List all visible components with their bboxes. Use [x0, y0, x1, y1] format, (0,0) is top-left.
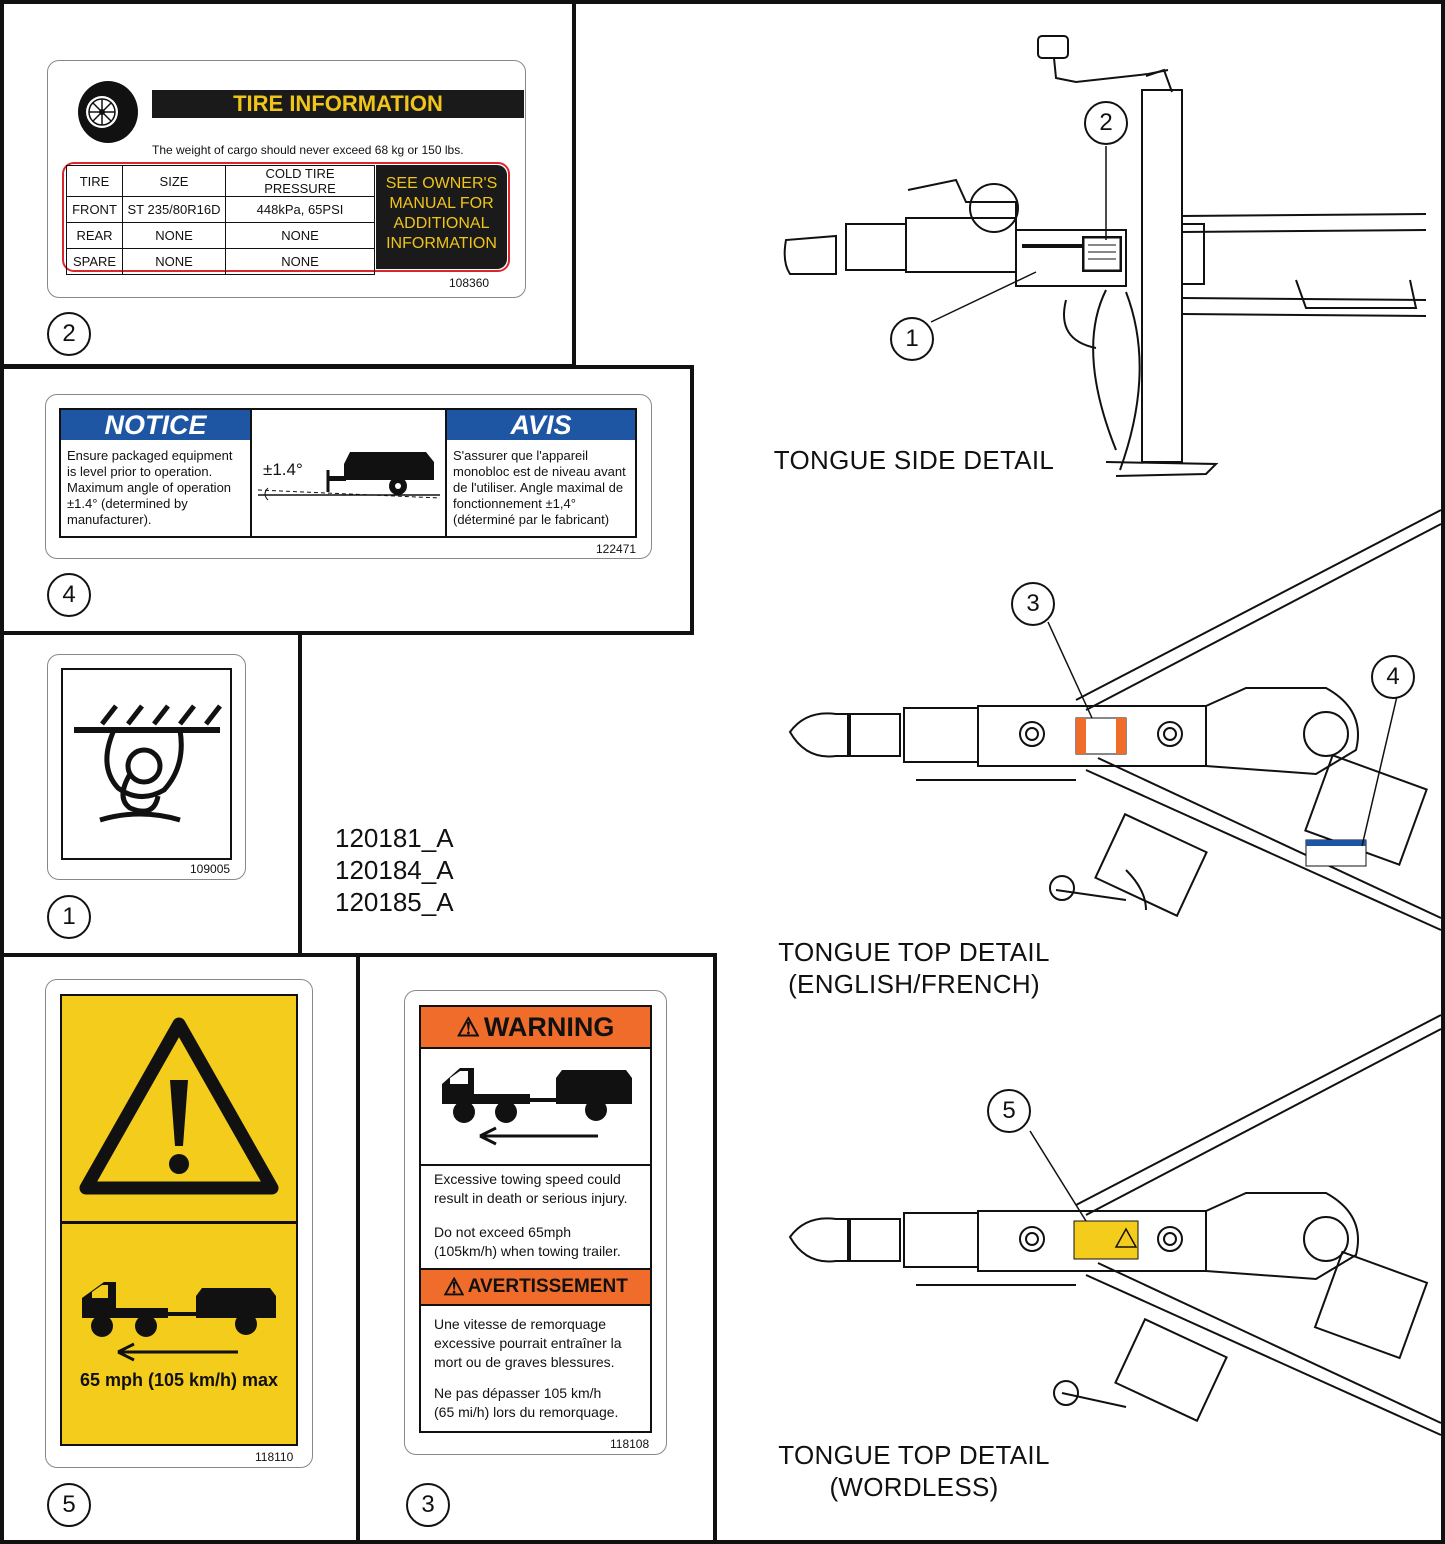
- table-cell: NONE: [225, 222, 375, 249]
- avis-title: AVIS: [447, 410, 635, 440]
- safety-chain-icon: [74, 704, 222, 823]
- see-manual-line: MANUAL FOR: [389, 195, 494, 212]
- table-cell: NONE: [225, 248, 375, 275]
- avert-triangle-small-icon: ⚠: [443, 1273, 465, 1301]
- table-cell: 448kPa, 65PSI: [225, 196, 375, 223]
- warning-part-number: 118108: [610, 1437, 650, 1451]
- tire-table: TIRE SIZE COLD TIRE PRESSURE FRONT ST 23…: [66, 165, 375, 275]
- truck-trailer-icon: [82, 1282, 276, 1362]
- speed-part-number: 118110: [255, 1450, 294, 1464]
- table-row: FRONT ST 235/80R16D 448kPa, 65PSI: [66, 196, 375, 223]
- chain-part-number: 109005: [190, 862, 231, 876]
- tongue-side-drawing: [783, 35, 1427, 477]
- notice-outline: [59, 408, 637, 538]
- table-header-cell: SIZE: [122, 165, 226, 197]
- tongue-top-wordless-drawing: [788, 1014, 1442, 1436]
- caption-tongue-top-wordless: TONGUE TOP DETAIL (WORDLESS): [768, 1439, 1060, 1503]
- tire-icon: [78, 81, 138, 143]
- callout-1-side: 1: [890, 317, 934, 361]
- caption-line: (ENGLISH/FRENCH): [788, 969, 1040, 999]
- warning-title: WARNING: [483, 1011, 615, 1042]
- warning-rule-1: [421, 1047, 650, 1049]
- drawing-number: 120185_A: [335, 887, 454, 917]
- tire-title: TIRE INFORMATION: [152, 90, 524, 118]
- warning-label-frame: [419, 1005, 652, 1433]
- notice-part-number: 122471: [596, 542, 637, 556]
- table-cell: REAR: [66, 222, 123, 249]
- avert-text-1: Une vitesse de remorquage excessive pour…: [434, 1316, 622, 1370]
- table-row: SPARE NONE NONE: [66, 248, 375, 275]
- table-header-cell: COLD TIRE PRESSURE: [225, 165, 375, 197]
- angle-label: ±1.4°: [263, 460, 303, 479]
- avert-text-2: Ne pas dépasser 105 km/h (65 mi/h) lors …: [434, 1385, 619, 1420]
- notice-divider-right: [445, 408, 447, 538]
- warning-text-1: Excessive towing speed could result in d…: [434, 1171, 628, 1206]
- callout-5-top: 5: [987, 1089, 1031, 1133]
- warning-label-card: [404, 990, 667, 1455]
- caption-line: TONGUE TOP DETAIL: [778, 937, 1050, 967]
- see-manual-line: ADDITIONAL: [393, 215, 490, 232]
- notice-divider-left: [250, 408, 252, 538]
- drawing-numbers: 120181_A 120184_A 120185_A: [335, 822, 454, 918]
- table-cell: FRONT: [66, 196, 123, 223]
- table-cell: NONE: [122, 222, 226, 249]
- speed-label-frame: [60, 994, 298, 1446]
- table-cell: ST 235/80R16D: [122, 196, 226, 223]
- callout-5-speed: 5: [47, 1483, 91, 1527]
- chain-label-card: [47, 654, 246, 880]
- table-row: TIRE SIZE COLD TIRE PRESSURE: [66, 165, 375, 197]
- warning-truck-trailer-icon: [442, 1068, 632, 1146]
- level-trailer-icon: [257, 452, 441, 501]
- callout-3-warning: 3: [406, 1483, 450, 1527]
- callout-1-chain: 1: [47, 895, 91, 939]
- callout-3-top: 3: [1011, 582, 1055, 626]
- table-row: REAR NONE NONE: [66, 222, 375, 249]
- tongue-top-en-fr-drawing: [788, 509, 1442, 931]
- table-cell: NONE: [122, 248, 226, 275]
- speed-divider: [60, 1221, 298, 1224]
- drawing-number: 120184_A: [335, 855, 454, 885]
- tire-cargo-note: The weight of cargo should never exceed …: [152, 143, 464, 157]
- caption-line: TONGUE TOP DETAIL: [778, 1440, 1050, 1470]
- caption-tongue-side: TONGUE SIDE DETAIL: [773, 445, 1055, 475]
- avert-title: AVERTISSEMENT: [467, 1276, 628, 1297]
- see-manual-line: INFORMATION: [386, 235, 497, 252]
- caption-tongue-top-en-fr: TONGUE TOP DETAIL (ENGLISH/FRENCH): [768, 936, 1060, 1000]
- chain-label-frame: [61, 668, 232, 860]
- table-cell: SPARE: [66, 248, 123, 275]
- warning-title-bar: ⚠ WARNING: [421, 1007, 650, 1047]
- see-manual-line: SEE OWNER'S: [385, 175, 498, 192]
- callout-2-side: 2: [1084, 101, 1128, 145]
- warning-triangle-small-icon: ⚠: [456, 1011, 480, 1042]
- speed-text: 65 mph (105 km/h) max: [79, 1370, 279, 1390]
- see-manual-box: SEE OWNER'S MANUAL FOR ADDITIONAL INFORM…: [376, 165, 507, 269]
- callout-2-tire: 2: [47, 312, 91, 356]
- avis-text: S'assurer que l'appareil monobloc est de…: [453, 448, 626, 527]
- callout-4-top: 4: [1371, 655, 1415, 699]
- tire-part-number: 108360: [449, 276, 490, 290]
- avert-title-bar: ⚠ AVERTISSEMENT: [421, 1268, 650, 1306]
- notice-text: Ensure packaged equipment is level prior…: [67, 448, 233, 527]
- table-header-cell: TIRE: [66, 165, 123, 197]
- warning-triangle-icon: [79, 1017, 279, 1195]
- warning-text-2: Do not exceed 65mph (105km/h) when towin…: [434, 1224, 621, 1259]
- callout-4-notice: 4: [47, 573, 91, 617]
- warning-rule-2: [421, 1164, 650, 1166]
- notice-title: NOTICE: [61, 410, 250, 440]
- caption-line: (WORDLESS): [829, 1472, 999, 1502]
- drawing-number: 120181_A: [335, 823, 454, 853]
